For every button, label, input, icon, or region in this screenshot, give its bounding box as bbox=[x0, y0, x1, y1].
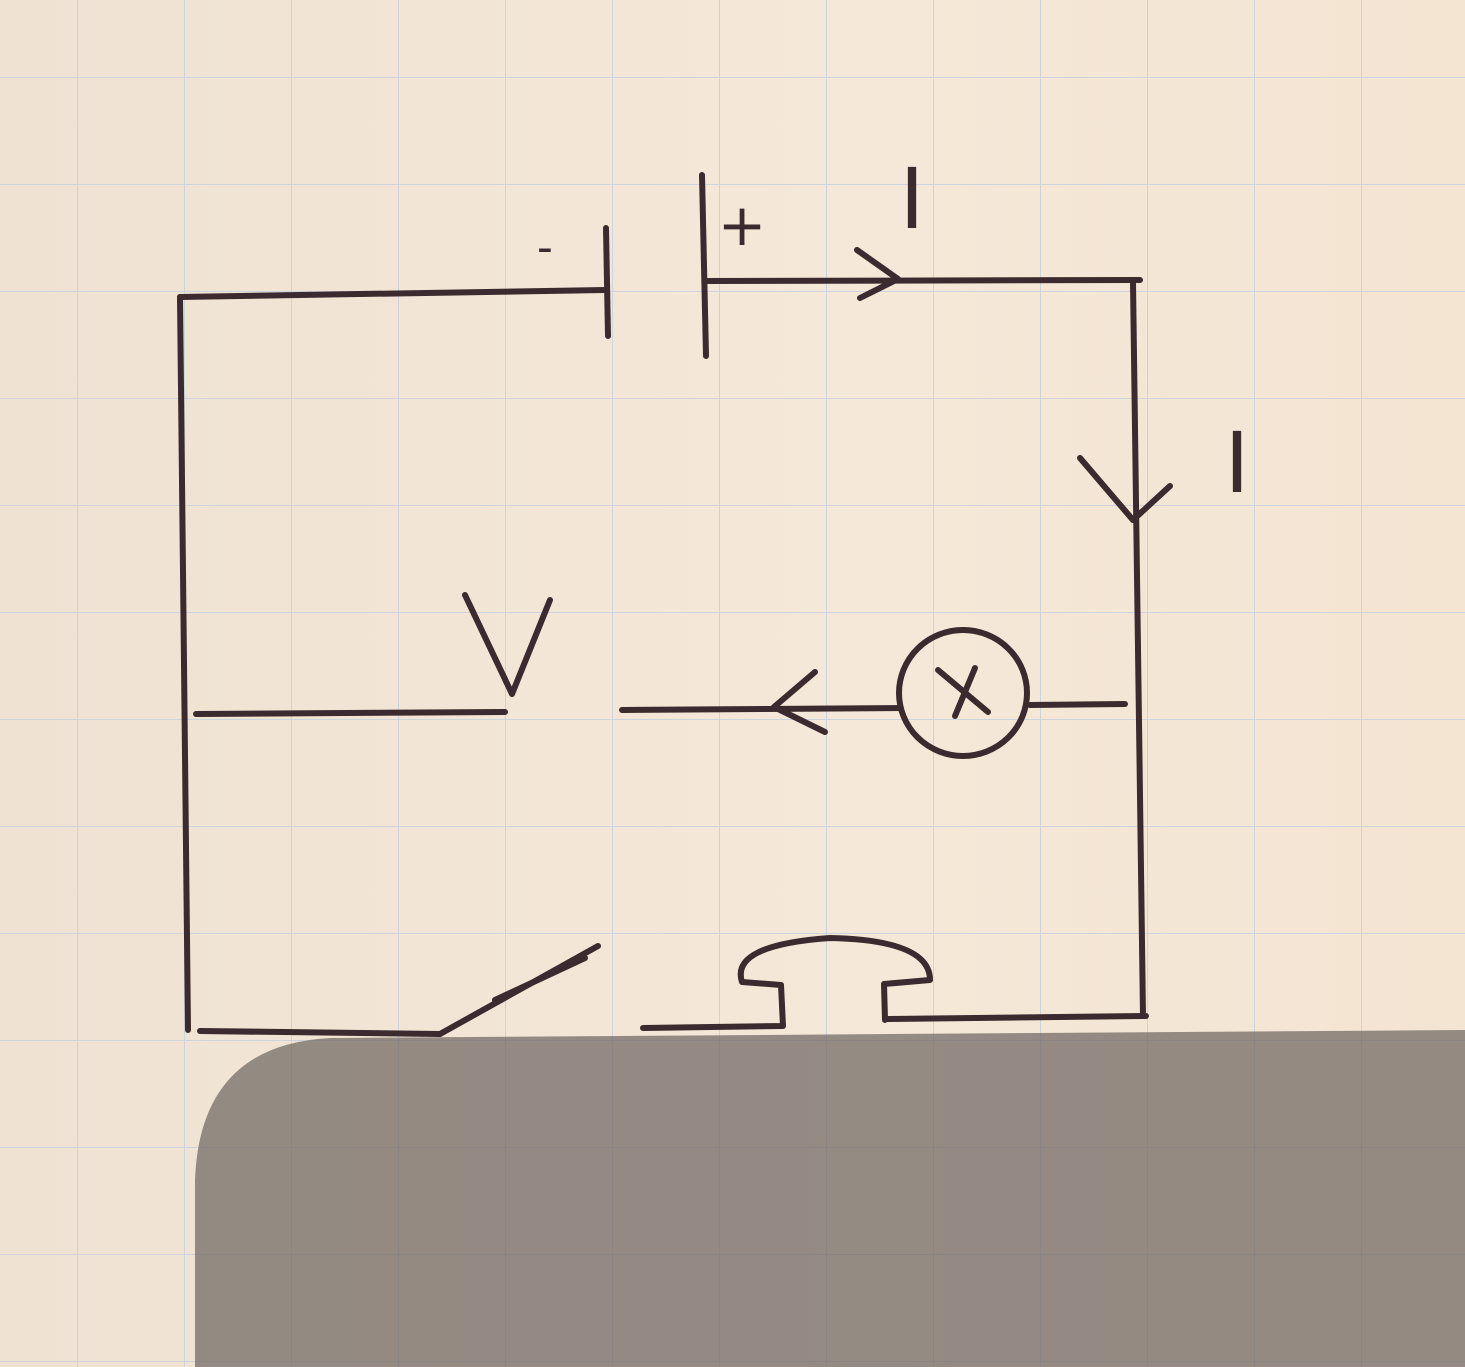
battery-negative-label: - bbox=[537, 222, 553, 273]
push-button-symbol bbox=[640, 935, 933, 1031]
current-arrow-top bbox=[854, 247, 901, 301]
current-label-right: I bbox=[1225, 414, 1250, 512]
wire-left bbox=[177, 294, 191, 1033]
wire-right bbox=[1130, 279, 1146, 1019]
wire-bottom-left bbox=[197, 1028, 443, 1037]
switch-lever-shade bbox=[492, 955, 588, 1003]
wire-middle-right bbox=[1027, 701, 1128, 708]
lamp-cross-stroke-2 bbox=[952, 665, 978, 719]
battery bbox=[603, 172, 709, 359]
wire-middle-center bbox=[619, 705, 903, 713]
push-button bbox=[640, 935, 933, 1031]
current-arrow-middle-left bbox=[462, 592, 553, 697]
current-arrow-right bbox=[1077, 455, 1173, 523]
hand-shadow bbox=[195, 1030, 1465, 1367]
battery-positive-label: + bbox=[718, 191, 767, 259]
wire-top-left bbox=[177, 287, 608, 300]
lamp bbox=[896, 627, 1030, 759]
battery-positive-plate bbox=[699, 172, 709, 359]
battery-negative-plate bbox=[603, 225, 611, 339]
current-label-top: I bbox=[900, 150, 925, 248]
wire-top-right bbox=[703, 277, 1143, 284]
current-arrow-middle bbox=[771, 669, 828, 735]
lamp-circle bbox=[896, 627, 1030, 759]
wire-bottom-right bbox=[885, 1013, 1149, 1022]
wire-middle-left bbox=[193, 709, 508, 717]
